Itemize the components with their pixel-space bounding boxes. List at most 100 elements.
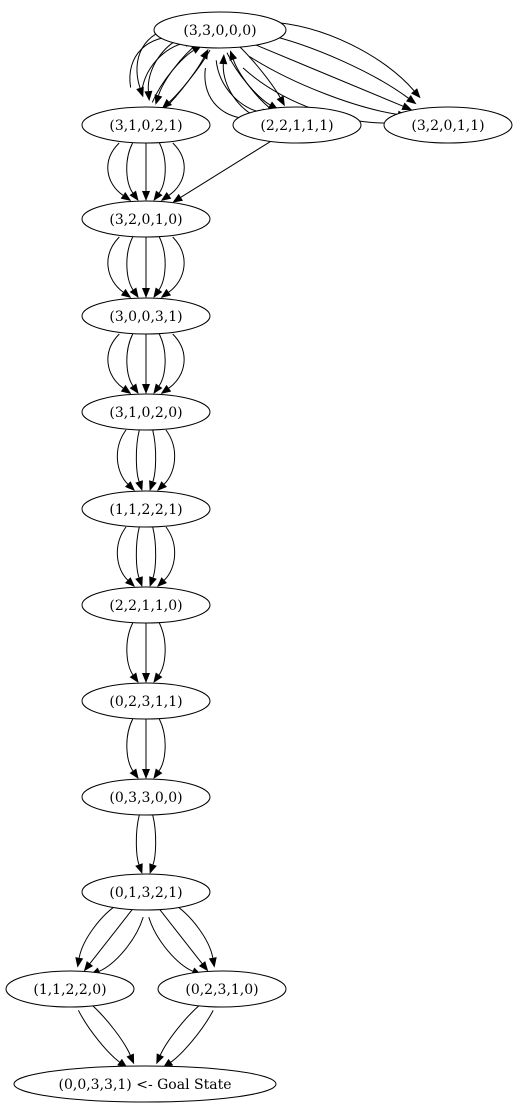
node-ellipse [81,490,211,528]
node-label: (3,3,0,0,0) [183,23,256,39]
edge-arrowhead-n2-to-n0-0 [219,54,228,65]
graph-node: (3,2,0,1,0) [81,200,211,238]
node-ellipse [232,106,362,144]
node-ellipse [81,778,211,816]
edge-n8-to-n9-2 [126,622,134,676]
graph-node: (0,2,3,1,1) [81,682,211,720]
node-ellipse [81,873,211,911]
edge-n1-to-n0-2 [151,49,194,103]
edge-arrowhead-n7-to-n8-2 [135,576,143,587]
edge-arrowhead-n1-to-n4-4 [120,192,132,201]
edge-n12-to-n14-0 [89,1002,131,1056]
edge-n0-to-n2-0 [237,44,281,98]
edge-n11-to-n13-2 [148,916,193,972]
edge-n4-to-n5-1 [158,236,166,291]
edge-arrowhead-n9-to-n10-2 [129,768,139,779]
edge-n7-to-n8-0 [163,526,176,581]
edge-n11-to-n13-0 [170,901,214,958]
edge-arrowhead-n4-to-n5-1 [153,287,163,298]
edge-n7-to-n8-2 [135,526,140,578]
edge-arrowhead-n1-to-n0-3 [200,48,209,60]
graph-node: (1,1,2,2,0) [5,970,135,1008]
edge-arrowhead-n8-to-n9-1 [142,673,150,683]
edge-arrowhead-n7-to-n8-0 [157,577,167,587]
edge-n5-to-n6-3 [126,333,134,387]
edge-n6-to-n7-0 [163,429,176,485]
edge-n5-to-n6-4 [107,333,124,389]
node-ellipse [81,297,211,335]
edge-arrowhead-n1-to-n4-2 [142,191,150,201]
node-ellipse [157,970,287,1008]
graph-node: (0,1,3,2,1) [81,873,211,911]
edge-arrowhead-n5-to-n6-1 [153,383,163,394]
edge-n0-to-n3-2 [255,44,404,107]
edge-arrowhead-n4-to-n5-2 [142,288,150,298]
edge-n0-to-n3-0 [269,21,415,92]
edge-arrowhead-n2-to-n0-1 [229,50,238,61]
edge-n0-to-n3-3 [249,56,398,115]
node-ellipse [13,1065,277,1103]
graph-node: (0,3,3,0,0) [81,778,211,816]
edge-arrowhead-n11-to-n13-1 [198,961,209,972]
edge-arrowhead-n10-to-n11-1 [135,863,143,874]
edge-arrowhead-n4-to-n5-0 [160,288,172,298]
node-label: (0,0,3,3,1) <- Goal State [59,1077,232,1093]
edge-arrowhead-n0-to-n3-0 [411,88,421,99]
node-ellipse [81,200,211,238]
edge-n7-to-n8-3 [116,526,129,581]
node-ellipse [81,682,211,720]
edges-layer [75,21,421,1068]
edge-n9-to-n10-2 [126,718,134,772]
node-label: (1,1,2,2,1) [109,502,182,518]
edge-arrowhead-n11-to-n12-2 [75,957,84,968]
edge-n11-to-n12-2 [78,901,122,958]
edge-arrowhead-n5-to-n6-0 [160,384,172,394]
edge-arrowhead-n0-to-n2-0 [276,95,285,107]
edge-n10-to-n11-1 [135,814,140,865]
graph-node: (3,2,0,1,1) [383,106,513,144]
graph-node: (3,1,0,2,1) [81,106,211,144]
node-label: (3,0,0,3,1) [109,309,182,325]
edge-n6-to-n7-1 [152,429,157,482]
edge-n11-to-n12-0 [99,916,144,972]
edge-arrowhead-n0-to-n1-0 [161,99,172,109]
edge-n1-to-n4-3 [126,142,134,194]
node-label: (0,3,3,0,0) [109,790,182,806]
node-label: (0,2,3,1,1) [109,694,182,710]
edge-arrowhead-n11-to-n13-0 [208,957,217,968]
edge-arrowhead-n10-to-n11-0 [149,863,157,874]
edge-n6-to-n7-3 [116,429,129,485]
edge-arrowhead-n4-to-n5-4 [120,288,132,298]
node-label: (3,2,0,1,1) [411,118,484,134]
node-label: (1,1,2,2,0) [33,982,106,998]
edge-n1-to-n4-0 [168,142,185,196]
node-ellipse [383,106,513,144]
edge-arrowhead-n1-to-n4-3 [129,190,139,201]
edge-arrowhead-n5-to-n6-3 [129,383,139,394]
edge-n11-to-n12-1 [89,909,133,964]
edge-n4-to-n5-4 [107,236,124,293]
edge-n6-to-n7-2 [135,429,140,482]
edge-arrowhead-n2-to-n4-0 [172,193,183,203]
edge-n11-to-n13-1 [159,909,203,964]
edge-n12-to-n14-1 [77,1010,120,1063]
graph-node: (2,2,1,1,1) [232,106,362,144]
edge-n4-to-n5-0 [168,236,185,293]
edge-arrowhead-n4-to-n5-3 [129,287,139,298]
edge-arrowhead-n0-to-n3-2 [401,102,413,111]
graph-node: (3,0,0,3,1) [81,297,211,335]
edge-arrowhead-n11-to-n12-1 [83,961,94,972]
edge-arrowhead-n5-to-n6-4 [120,384,132,394]
edge-arrowhead-n6-to-n7-3 [125,481,135,491]
edge-n7-to-n8-1 [152,526,157,578]
edge-n13-to-n14-1 [159,1002,203,1056]
node-ellipse [81,106,211,144]
edge-arrowhead-n8-to-n9-2 [129,672,139,683]
edge-arrowhead-n1-to-n4-1 [153,190,163,201]
edge-arrowhead-n13-to-n14-1 [156,1053,164,1065]
edge-n13-to-n14-0 [170,1010,214,1063]
graph-node: (2,2,1,1,0) [81,586,211,624]
edge-arrowhead-n7-to-n8-1 [149,576,157,587]
edge-n8-to-n9-0 [158,622,166,676]
